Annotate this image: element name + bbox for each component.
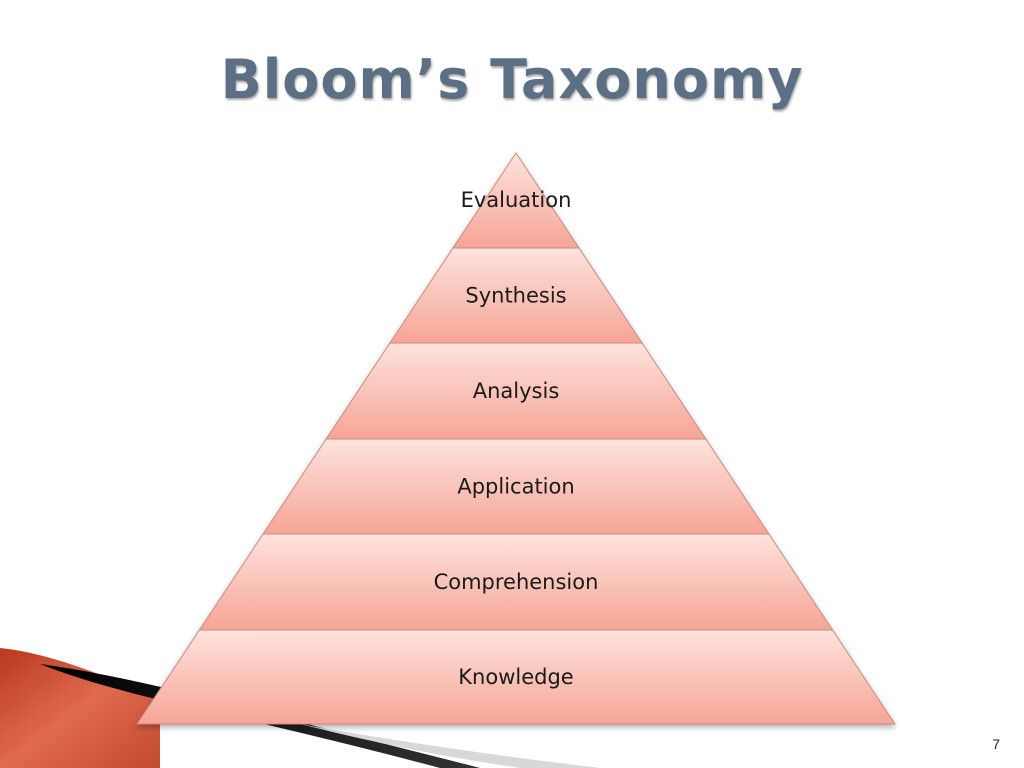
pyramid-label-comprehension: Comprehension [434, 570, 599, 594]
pyramid-label-knowledge: Knowledge [458, 665, 573, 689]
deco-orange-wedge [0, 648, 160, 768]
pyramid-label-application: Application [457, 475, 574, 499]
page-number: 7 [992, 736, 1000, 752]
pyramid-level-knowledge [136, 629, 896, 725]
pyramid-label-evaluation: Evaluation [461, 188, 572, 212]
slide-title: Bloom’s Taxonomy [220, 48, 804, 111]
pyramid-label-analysis: Analysis [473, 379, 560, 403]
pyramid-label-synthesis: Synthesis [465, 284, 566, 308]
